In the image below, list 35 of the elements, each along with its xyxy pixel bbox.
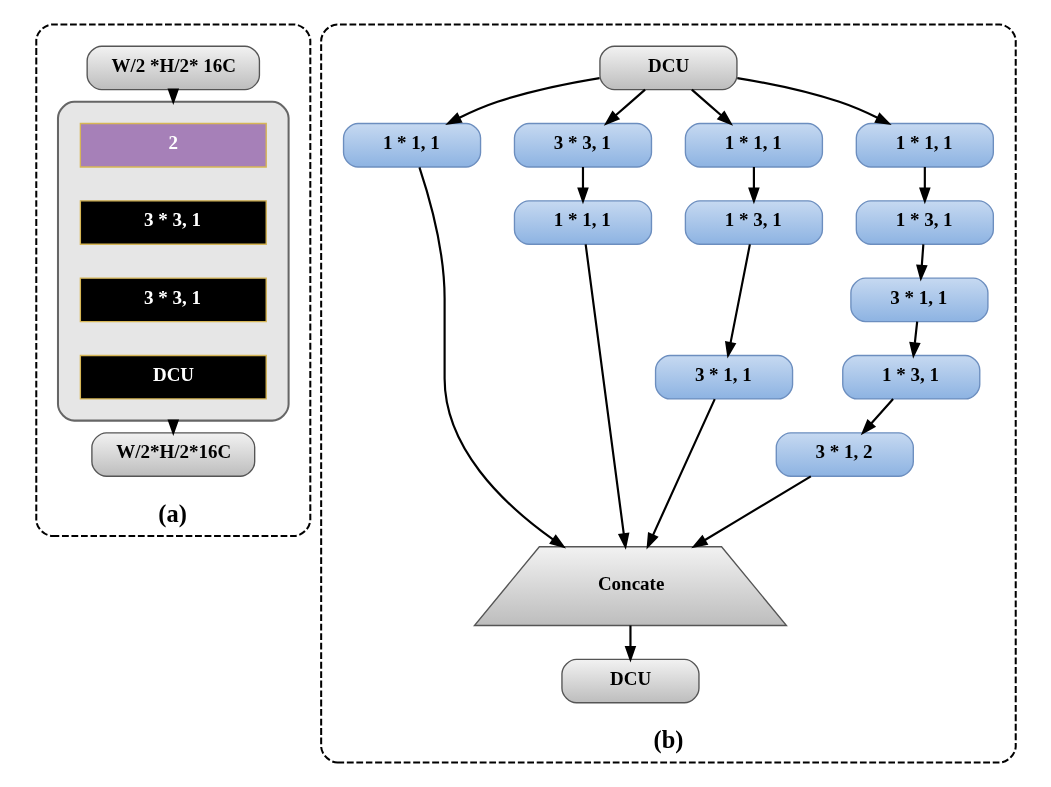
arrow bbox=[747, 167, 760, 205]
arrow bbox=[645, 398, 716, 550]
node-box: W/2*H/2*16C bbox=[90, 432, 255, 477]
arrow bbox=[908, 321, 921, 359]
arrow bbox=[444, 77, 600, 125]
node-box: 1 * 3, 1 bbox=[684, 200, 823, 245]
arrow bbox=[915, 244, 928, 282]
arrow bbox=[690, 88, 733, 126]
arrow bbox=[624, 625, 636, 663]
node-box: DCU bbox=[560, 658, 700, 704]
node-box: DCU bbox=[598, 45, 738, 91]
node-box: 3 * 1, 1 bbox=[654, 354, 793, 400]
node-box: 3 * 3, 1 bbox=[79, 200, 267, 245]
arrow bbox=[584, 244, 629, 550]
node-box: 1 * 3, 1 bbox=[855, 200, 994, 245]
arrow bbox=[918, 167, 931, 205]
arrow bbox=[603, 88, 646, 126]
arrow bbox=[724, 244, 751, 359]
node-box: 1 * 1, 1 bbox=[684, 122, 823, 168]
node-box: 1 * 1, 1 bbox=[513, 200, 652, 245]
node-box: 3 * 3, 1 bbox=[79, 277, 267, 323]
node-box: 1 * 1, 1 bbox=[855, 122, 994, 168]
arrow bbox=[690, 475, 811, 549]
node-box: 3 * 1, 1 bbox=[849, 277, 989, 323]
arrow bbox=[860, 398, 894, 436]
node-box: 1 * 1, 1 bbox=[342, 122, 481, 168]
node-box: 3 * 3, 1 bbox=[513, 122, 652, 168]
arrow bbox=[417, 167, 566, 549]
node-box: 3 * 1, 2 bbox=[775, 432, 914, 477]
node-box: 2 bbox=[79, 122, 267, 168]
arrow bbox=[576, 167, 589, 205]
node-box: 1 * 3, 1 bbox=[841, 354, 980, 400]
cluster bbox=[56, 100, 290, 422]
arrow bbox=[736, 77, 892, 125]
node-box: DCU bbox=[79, 354, 267, 400]
